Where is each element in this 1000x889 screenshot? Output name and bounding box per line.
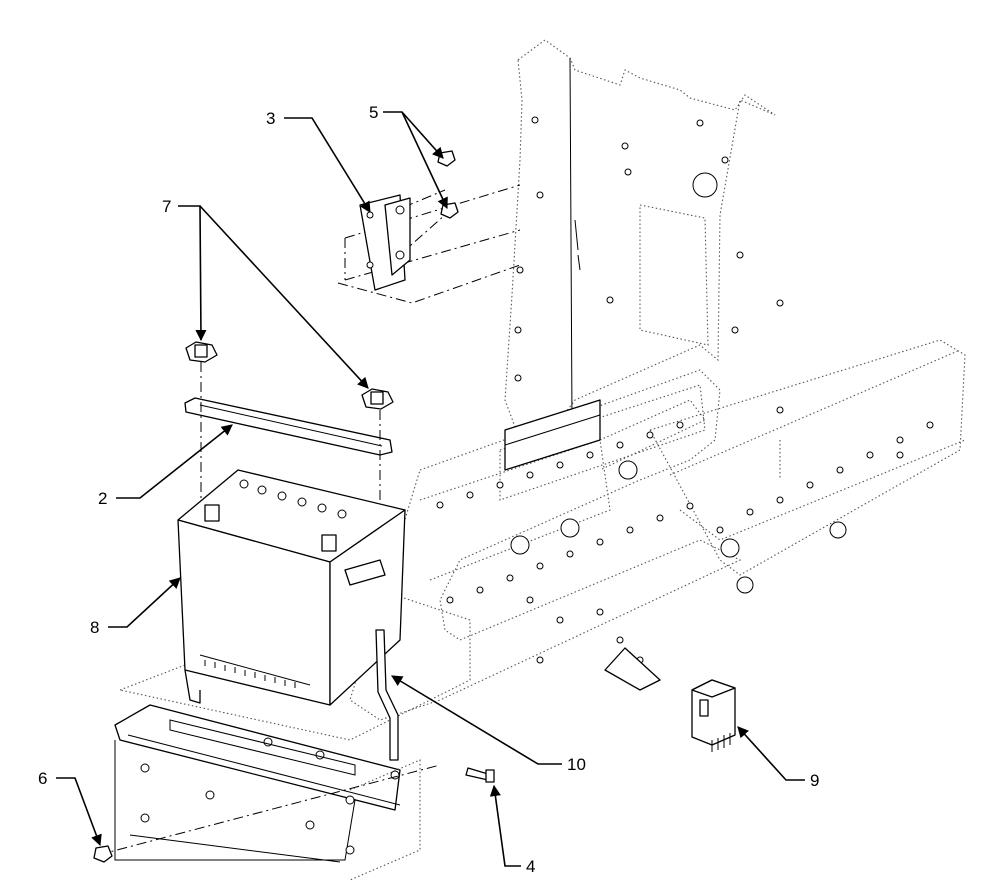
frame-holes [436,421,694,664]
part-2-hold-down-bar [184,397,393,456]
callout-leaders [56,111,805,867]
panel-holes [514,116,784,414]
part-3-mounting-bracket [359,194,411,291]
part-6-nut [93,845,113,863]
callout-7: 7 [162,197,172,216]
callout-3: 3 [266,109,276,128]
part-9-switch [691,679,736,752]
callout-5: 5 [369,103,379,122]
rail-holes [716,421,934,534]
callout-4: 4 [526,857,536,876]
chassis-frame [114,39,966,881]
part-10-hold-down-rod [375,629,399,761]
part-7-wing-nuts [185,341,394,410]
callout-10: 10 [567,755,586,774]
callout-8: 8 [90,618,100,637]
part-8-battery [177,469,406,706]
mounting-plane-lines [337,184,521,304]
part-4-bolt [465,767,495,783]
part-5-nuts [437,150,459,219]
callout-9: 9 [810,771,820,790]
callout-2: 2 [98,489,108,508]
callout-6: 6 [38,769,48,788]
